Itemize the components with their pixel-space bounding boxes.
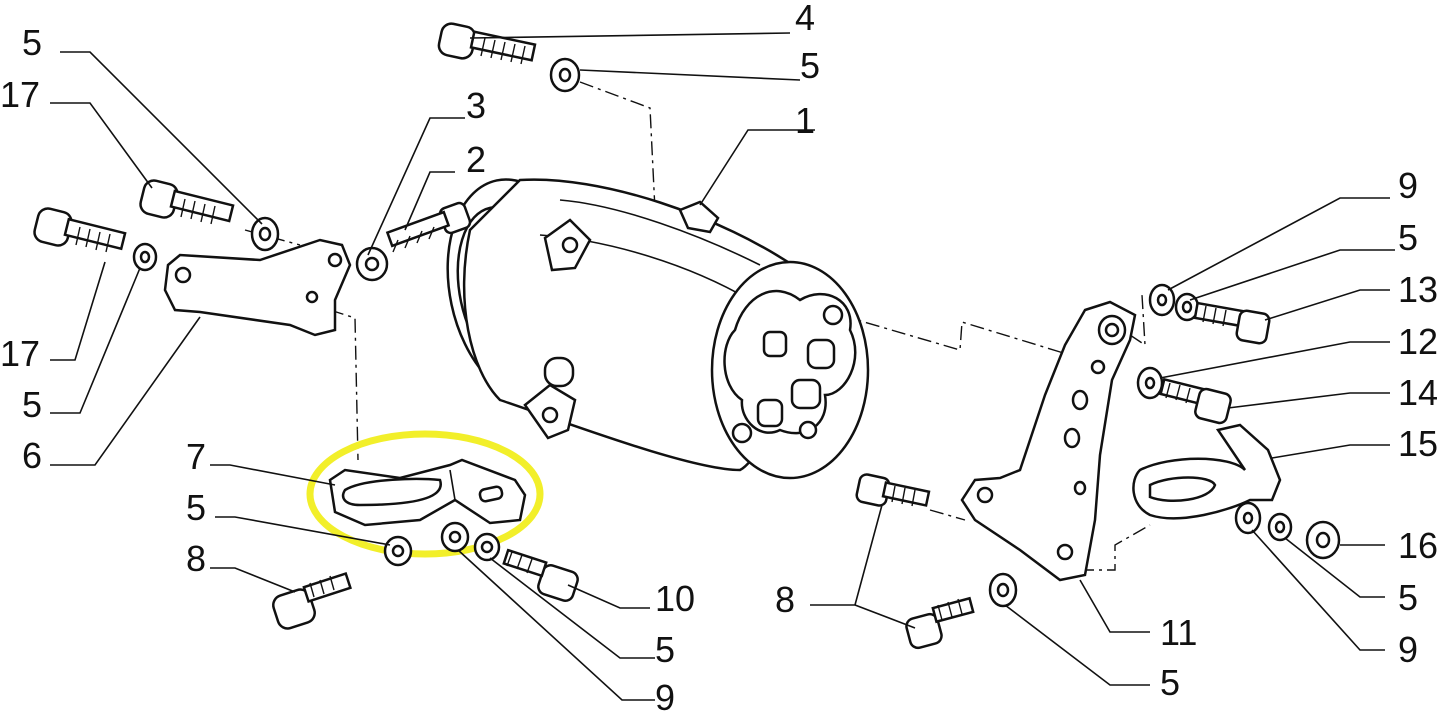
bolt-8-right-lower <box>905 596 975 650</box>
compressor-port-2 <box>806 338 836 370</box>
bracket-11 <box>960 300 1137 582</box>
callout-17: 17 <box>0 333 40 374</box>
compressor-side-boss <box>543 356 575 388</box>
callout-13: 13 <box>1398 269 1438 310</box>
callout-10: 10 <box>655 578 695 619</box>
bolt-2 <box>385 201 472 253</box>
callout-5: 5 <box>186 487 206 528</box>
washer-5-top <box>549 57 581 93</box>
washer-9-right-top <box>1148 283 1176 317</box>
compressor-port-4 <box>756 398 784 428</box>
callout-6: 6 <box>22 435 42 476</box>
bolt-8-right-upper <box>855 473 931 507</box>
callout-7: 7 <box>186 436 206 477</box>
centerline-right-washers <box>1129 294 1146 347</box>
washer-12 <box>1136 366 1164 400</box>
callout-15: 15 <box>1398 423 1438 464</box>
compressor-top-ear-hole <box>561 236 579 254</box>
washer-9-right-lower <box>1234 501 1262 535</box>
callout-16: 16 <box>1398 525 1438 566</box>
compressor-port-1 <box>762 330 788 358</box>
bolt-17-lower <box>33 207 127 253</box>
callout-11: 11 <box>1160 612 1197 653</box>
centerline-bolt8 <box>929 509 966 521</box>
washer-5-left <box>132 242 158 272</box>
washer-9-lower <box>440 521 470 553</box>
callout-5: 5 <box>1398 577 1418 618</box>
washer-5-upper-left <box>250 216 280 252</box>
compressor-port-3 <box>790 378 822 410</box>
callout-8: 8 <box>186 538 206 579</box>
compressor-head-plate <box>723 289 857 435</box>
centerline-right <box>839 314 1071 356</box>
centerline-lower-right <box>1080 524 1151 571</box>
bolt-17-upper <box>139 179 235 225</box>
centerline-left-vertical <box>329 309 359 461</box>
bolt-14 <box>1159 377 1232 425</box>
bolt-4 <box>437 22 537 65</box>
washer-5-lower-2 <box>473 532 501 562</box>
callout-5: 5 <box>1398 217 1418 258</box>
bolt-8-lower-left <box>272 571 352 630</box>
callout-8: 8 <box>775 579 795 620</box>
callout-5: 5 <box>22 384 42 425</box>
bracket-7-highlight <box>306 430 544 558</box>
compressor-hole-2 <box>731 422 753 444</box>
callout-12: 12 <box>1398 321 1438 362</box>
washer-5-right-lower <box>1267 512 1293 542</box>
compressor-bottom-ear-hole <box>541 406 559 424</box>
compressor-hole-3 <box>798 420 818 440</box>
compressor-hole-1 <box>822 304 844 326</box>
callout-2: 2 <box>466 139 486 180</box>
callout-5: 5 <box>655 629 675 670</box>
compressor-right-ear <box>678 200 720 234</box>
washer-5-bottom-right <box>988 572 1018 608</box>
callout-14: 14 <box>1398 372 1438 413</box>
callout-5: 5 <box>1160 662 1180 703</box>
washer-5-lower <box>383 535 413 567</box>
callout-3: 3 <box>466 85 486 126</box>
bracket-6 <box>163 238 352 337</box>
callout-4: 4 <box>795 0 815 38</box>
callout-9: 9 <box>1398 629 1418 670</box>
callout-1: 1 <box>795 100 815 141</box>
compressor-band-line <box>559 199 761 266</box>
callout-5: 5 <box>800 45 820 86</box>
compressor-assembly <box>446 178 870 480</box>
callout-17: 17 <box>0 74 40 115</box>
nut-3 <box>355 246 389 282</box>
bracket-7 <box>328 458 527 527</box>
bracket-15 <box>1132 423 1282 520</box>
bolt-13 <box>1193 301 1271 345</box>
callout-9: 9 <box>1398 165 1418 206</box>
nut-16 <box>1305 520 1341 560</box>
callout-5: 5 <box>22 22 42 63</box>
callout-9: 9 <box>655 677 675 714</box>
leader-lines <box>50 32 1395 701</box>
